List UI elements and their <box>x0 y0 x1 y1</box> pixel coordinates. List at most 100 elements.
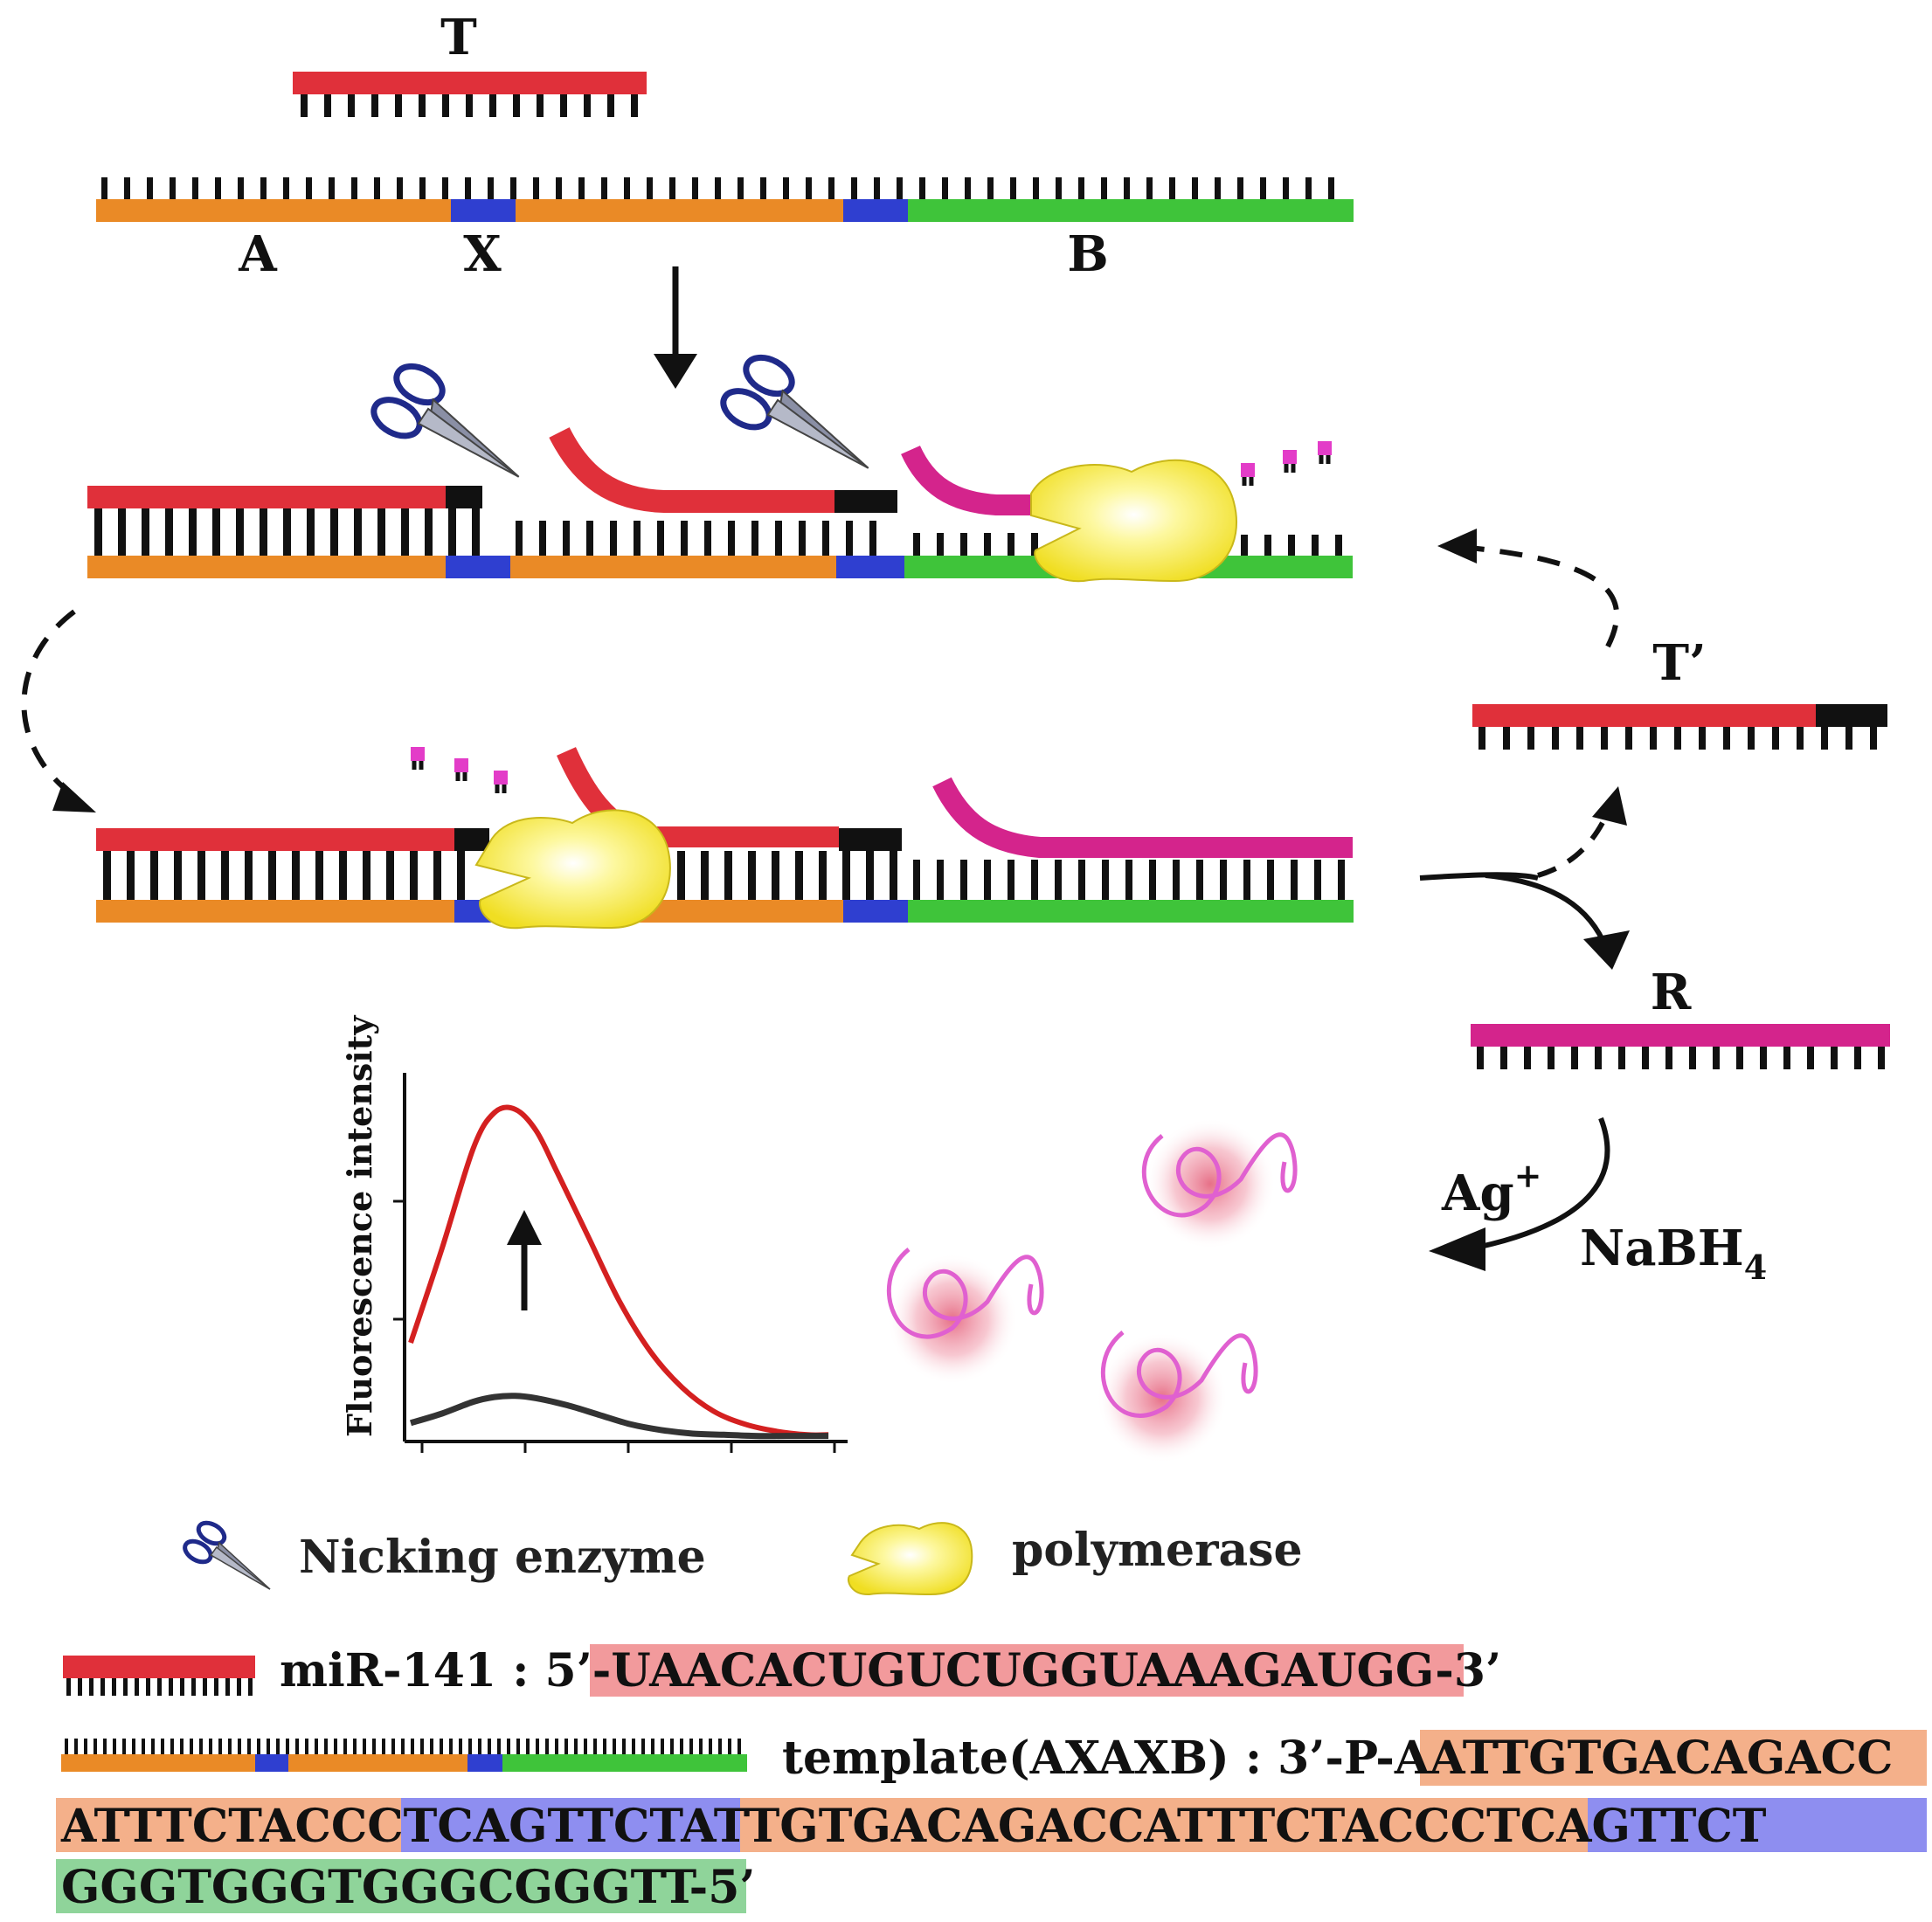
t-base-1 <box>324 94 331 117</box>
template-seq1-highlight <box>1420 1730 1927 1786</box>
template-base-35 <box>897 177 903 199</box>
tpl-icon-base-29 <box>343 1739 347 1754</box>
row2-pair-c-9 <box>1125 860 1132 900</box>
row1-pair-11 <box>354 508 362 556</box>
t-prime-backbone <box>1472 704 1816 727</box>
tpl-icon-base-5 <box>113 1739 116 1754</box>
row1-pair-15 <box>448 508 456 556</box>
mir-sequence-text: miR-141 : 5’-UAACACUGUCUGGUAAAGAUGG-3’ <box>280 1644 1501 1697</box>
t-base-5 <box>419 94 426 117</box>
row1-pair-b-3 <box>586 521 593 556</box>
tpl-icon-base-69 <box>728 1739 731 1754</box>
row2-pair-14 <box>433 851 441 900</box>
row1-pair-b-4 <box>610 521 617 556</box>
row2-pair-b-5 <box>795 851 803 900</box>
tpl-icon-base-39 <box>440 1739 443 1754</box>
tpl-icon-base-55 <box>593 1739 597 1754</box>
row2-pair-2 <box>150 851 158 900</box>
row1-pair-9 <box>307 508 315 556</box>
tpl-icon-base-6 <box>122 1739 126 1754</box>
tprime-base-15 <box>1845 727 1852 750</box>
template-base-26 <box>692 177 698 199</box>
template-base-19 <box>533 177 539 199</box>
row2-pair-13 <box>410 851 418 900</box>
row1-pair-8 <box>283 508 291 556</box>
tpl-icon-base-63 <box>670 1739 674 1754</box>
row2-pair-c-8 <box>1102 860 1109 900</box>
tpl-icon-base-68 <box>718 1739 722 1754</box>
row2-pair-1 <box>127 851 135 900</box>
tpl-icon-base-22 <box>276 1739 280 1754</box>
row1-pair-b-7 <box>681 521 688 556</box>
line2-x: CTCAGTTCT <box>367 1800 683 1853</box>
template-base-37 <box>942 177 948 199</box>
row2-pair-c-15 <box>1267 860 1274 900</box>
t-base-12 <box>584 94 591 117</box>
template-base-22 <box>601 177 607 199</box>
series-red-line <box>408 1104 829 1438</box>
row1-pair-b-11 <box>775 521 782 556</box>
nabh-sub-text: 4 <box>1744 1248 1767 1287</box>
label-b: B <box>1067 225 1108 283</box>
tpl-icon-base-38 <box>430 1739 433 1754</box>
t-base-7 <box>466 94 473 117</box>
row1-pair-b-5 <box>634 521 641 556</box>
chart-ylabel: Fluorescence intensity <box>340 1015 379 1437</box>
line2-a2-highlight <box>740 1798 1588 1852</box>
tprime-base-14 <box>1821 727 1828 750</box>
row1-base-pairs <box>94 508 1342 556</box>
mir-icon-base-6 <box>135 1678 139 1696</box>
r-base-6 <box>1618 1047 1625 1069</box>
line3-b: GGGTGGGTGGGCGGGTT <box>61 1861 697 1914</box>
tpl-icon-base-3 <box>93 1739 97 1754</box>
row1-pair-b-13 <box>822 521 829 556</box>
t-base-11 <box>560 94 567 117</box>
tpl-icon-base-32 <box>372 1739 376 1754</box>
mir-icon-base-2 <box>89 1678 93 1696</box>
tpl-icon-base-58 <box>622 1739 626 1754</box>
template-base-50 <box>1237 177 1243 199</box>
tpl-icon-base-25 <box>305 1739 308 1754</box>
template-base-42 <box>1056 177 1062 199</box>
duplex-row-2 <box>96 747 1354 923</box>
tprime-base-7 <box>1650 727 1657 750</box>
legend: Nicking enzyme polymerase <box>183 1520 1303 1596</box>
reporter-bases <box>1477 1047 1885 1069</box>
polymerase-2 <box>474 809 671 930</box>
tpl-icon-base-23 <box>286 1739 289 1754</box>
series-black-line <box>409 1393 829 1440</box>
t-base-14 <box>631 94 638 117</box>
ag-ion-text: Ag <box>1441 1165 1514 1222</box>
row1-segment-a <box>87 556 446 578</box>
tpl-icon-base-1 <box>74 1739 78 1754</box>
row2-pair-b-9 <box>890 851 897 900</box>
row2-pair-5 <box>221 851 229 900</box>
template-icon-x <box>255 1754 288 1772</box>
tpl-icon-base-61 <box>651 1739 654 1754</box>
tprime-base-3 <box>1552 727 1559 750</box>
row1-pair-c-1 <box>937 533 944 556</box>
mir-icon-base-14 <box>225 1678 230 1696</box>
template-sequence-line-2: ATTTCTACCCTCAGTTCTATTGTGACAGACCATTTCTACC… <box>56 1798 1927 1853</box>
tpl-icon-base-13 <box>190 1739 193 1754</box>
t-base-6 <box>442 94 449 117</box>
tpl-icon-base-47 <box>516 1739 520 1754</box>
mir-icon-base-0 <box>66 1678 71 1696</box>
template-base-36 <box>919 177 925 199</box>
row1-pair-5 <box>212 508 220 556</box>
template-sequence-line-3: GGGTGGGTGGGCGGGTT-5’ <box>56 1859 755 1914</box>
template-base-53 <box>1305 177 1312 199</box>
template-base-13 <box>397 177 403 199</box>
row1-pair-b-9 <box>728 521 735 556</box>
t-base-10 <box>537 94 544 117</box>
template-base-41 <box>1033 177 1039 199</box>
chart-ticks <box>393 1200 836 1453</box>
template-base-17 <box>488 177 494 199</box>
mir-end: -3’ <box>1435 1644 1501 1697</box>
row2-pair-b-3 <box>748 851 756 900</box>
ag-charge-text: + <box>1514 1156 1542 1195</box>
tpl-icon-base-59 <box>632 1739 635 1754</box>
tprime-base-16 <box>1870 727 1877 750</box>
row1-pair-b-1 <box>539 521 546 556</box>
legend-nicking-text: Nicking enzyme <box>299 1531 706 1584</box>
